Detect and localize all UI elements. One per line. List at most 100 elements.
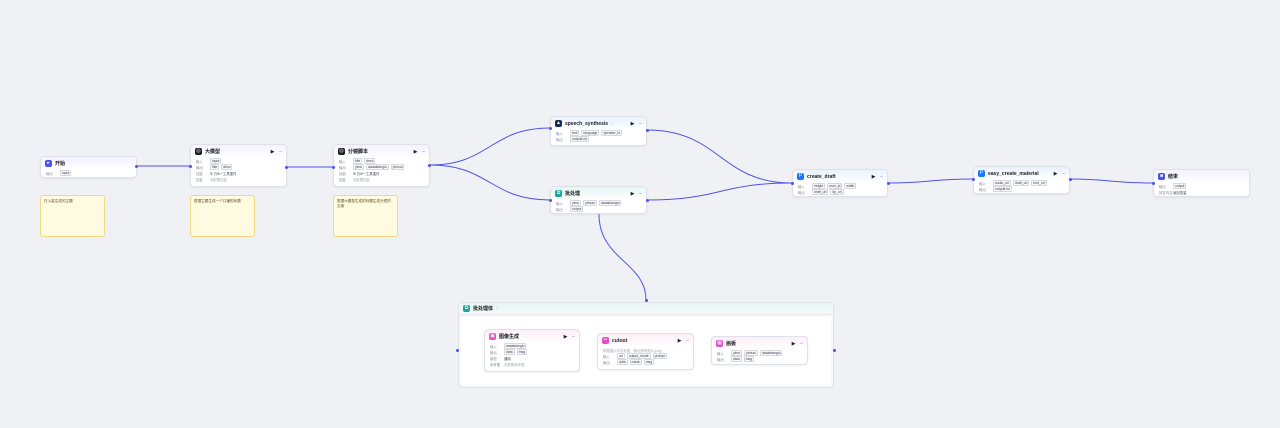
more-icon[interactable]: ··· [685,337,690,344]
split-output-tag: aaaaktangiu [366,163,389,171]
connection-port[interactable] [332,166,335,169]
split-node-title: 分镜脚本 [348,149,369,155]
comment-note[interactable]: 根据主题生成一个口播的标题 [190,195,255,237]
run-node-icon[interactable]: ▶ [270,148,275,155]
draft-input-tag: height [812,182,826,190]
image-ref-label: 参考图 [490,362,501,367]
connection-port[interactable] [189,165,192,168]
more-icon[interactable]: ··· [278,148,283,155]
end-node-icon: ■ [1158,173,1165,180]
cutout-node-title: cutout [612,337,628,344]
batch-output-label: 输出 [556,207,563,212]
more-icon[interactable]: ··· [1061,170,1066,177]
canvas-input-tag: yimu [731,349,743,357]
split-input-tag: desc [364,157,376,165]
material-node-title: easy_create_material [988,170,1039,177]
canvas-input-tag: yimuui [744,349,758,357]
run-node-icon[interactable]: ▶ [630,190,635,197]
end-reply-label: 回答内容 [1159,190,1173,195]
image-output-tag: data [504,348,515,356]
speech-output-label: 输出 [556,137,563,142]
llm-output-tag: title [210,163,220,171]
cutout-input-tag: url [617,352,625,360]
connection-port[interactable] [646,199,649,202]
connection-port[interactable] [791,182,794,185]
info-icon[interactable]: ⓘ [495,305,500,311]
connection-port[interactable] [428,164,431,167]
connection-port[interactable] [285,166,288,169]
connection-port[interactable] [833,349,836,352]
canvas-output-tag: data [731,355,742,363]
llm-reply-value: 未配置回复 [210,177,227,182]
image-ref-value: 未配置参考图 [504,362,525,367]
edge-split-speech [429,127,551,166]
connection-port[interactable] [135,165,138,168]
start-node-icon: ▸ [45,160,52,167]
connection-port[interactable] [972,178,975,181]
more-icon[interactable]: ··· [638,190,643,197]
group-title: 批处理体 [473,306,494,312]
more-icon[interactable]: ··· [421,148,426,155]
end-output-label: 输出 [1159,184,1166,189]
batch-icon: ⧉ [463,305,470,312]
edge-speech-draft [646,129,793,184]
canvas-input-tag: aaaaktangiu [759,349,783,357]
run-node-icon[interactable]: ▶ [563,333,568,340]
llm-icon: ◎ [338,148,345,155]
llm-input-label: 输入 [196,159,203,164]
connection-port[interactable] [1069,178,1072,181]
connection-port[interactable] [549,127,552,130]
connection-port[interactable] [646,129,649,132]
speech-input-tag: language [581,129,600,137]
canvas-output-label: 输出 [717,357,724,362]
more-icon[interactable]: ··· [799,340,804,347]
edge-material-end [1069,178,1154,184]
batch-input-label: 输入 [556,201,563,206]
connection-port[interactable] [456,349,459,352]
cutout-input-label: 输入 [603,354,610,359]
cutout-input-tag: output_mode [626,352,651,360]
more-icon[interactable]: ··· [638,120,643,127]
llm-node-title: 大模型 [205,149,221,155]
info-icon[interactable]: ⓘ [610,120,615,126]
run-node-icon[interactable]: ▶ [1053,170,1058,177]
connection-port[interactable] [549,199,552,202]
connection-port[interactable] [1152,182,1155,185]
canvas-icon: ▦ [716,340,723,347]
cutout-output-tag: msg [643,358,655,366]
run-node-icon[interactable]: ▶ [630,120,635,127]
comment-note[interactable]: 在入量生成的主题 [40,195,105,237]
run-node-icon[interactable]: ▶ [677,337,682,344]
run-node-icon[interactable]: ▶ [413,148,418,155]
start-node-title: 开始 [55,161,66,167]
run-node-icon[interactable]: ▶ [791,340,796,347]
canvas-input-label: 输入 [717,351,724,356]
plugin-icon: ▲ [555,120,562,127]
draft-output-tag: draft_url [812,188,829,196]
canvas-node-title: 画板 [726,341,737,347]
more-icon[interactable]: ··· [879,173,884,180]
connection-port[interactable] [645,299,648,302]
edge-draft-material [887,178,974,184]
draft-input-tag: width [844,182,857,190]
run-node-icon[interactable]: ▶ [871,173,876,180]
connection-port[interactable] [887,182,890,185]
comment-note[interactable]: 根据大模型生成的标题生成分镜的文案 [333,195,398,237]
speech-output-tag: outputList [570,135,589,143]
material-input-tag: draft_url [1012,179,1030,187]
more-icon[interactable]: ··· [571,333,576,340]
batch-node-title: 批处理 [565,191,581,197]
split-skill-value: ꕤ 万ill一工具插件 [353,171,380,176]
